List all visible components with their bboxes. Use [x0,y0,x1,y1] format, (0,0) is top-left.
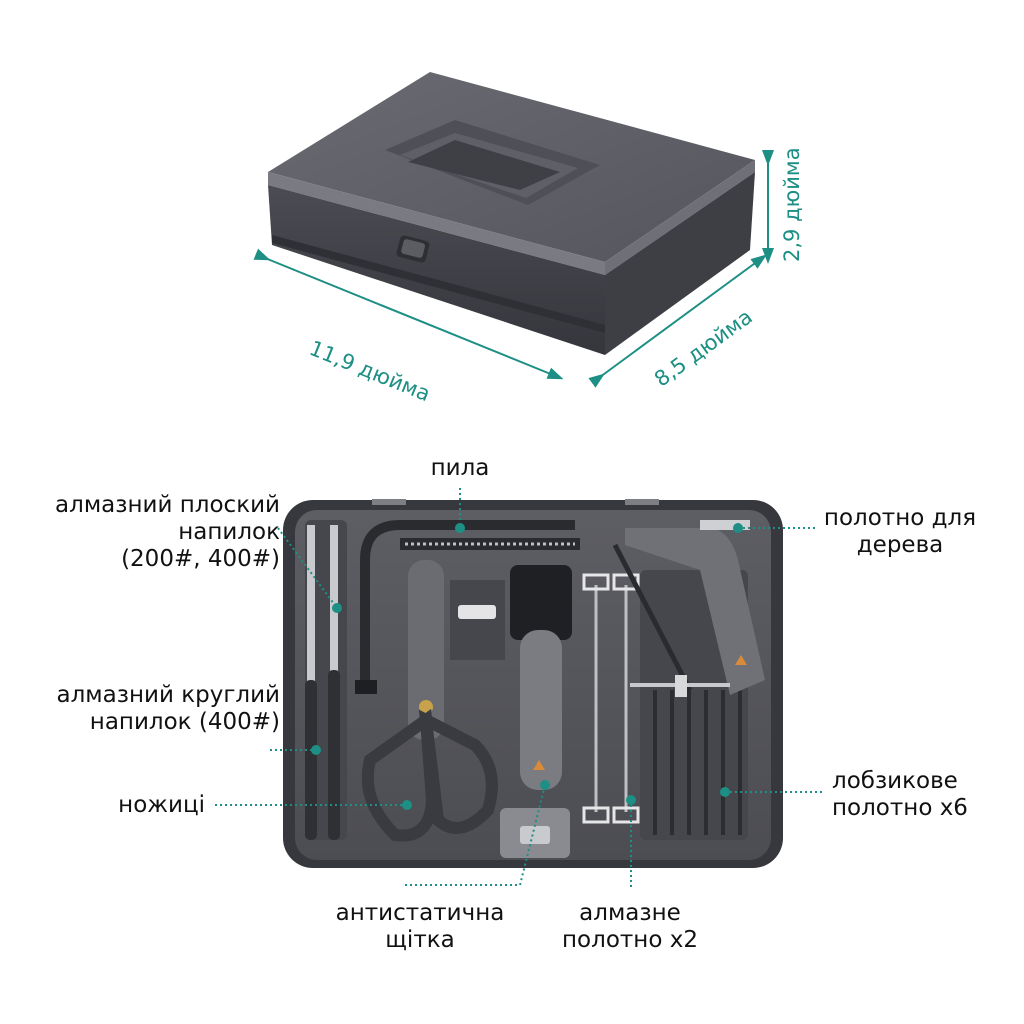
jigsaw-blades [653,690,742,835]
diamond-blades [582,573,640,824]
round-file-label: алмазний круглий напилок (400#) [56,682,281,735]
closed-case [268,72,755,355]
scissors [361,560,498,842]
files [305,525,340,840]
jigsaw-blade-label: лобзикове полотно х6 [832,768,968,821]
callout-dots [311,523,743,810]
width-arrow [588,254,767,388]
brush [510,565,572,790]
callout-lines [215,488,822,890]
height-label: 2,9 дюйма [780,147,804,262]
saw [360,520,575,690]
wood-blade-label: полотно для дерева [823,505,977,558]
scissors-label: ножиці [118,792,205,818]
brush-label: антистатична щітка [335,900,505,953]
flat-file-label: алмазний плоский напилок (200#, 400#) [55,492,280,572]
diamond-blade-label: алмазне полотно х2 [562,900,698,953]
saw-label: пила [430,455,490,481]
length-arrow [253,248,564,380]
coping-saw [612,528,765,697]
open-case [283,499,783,868]
